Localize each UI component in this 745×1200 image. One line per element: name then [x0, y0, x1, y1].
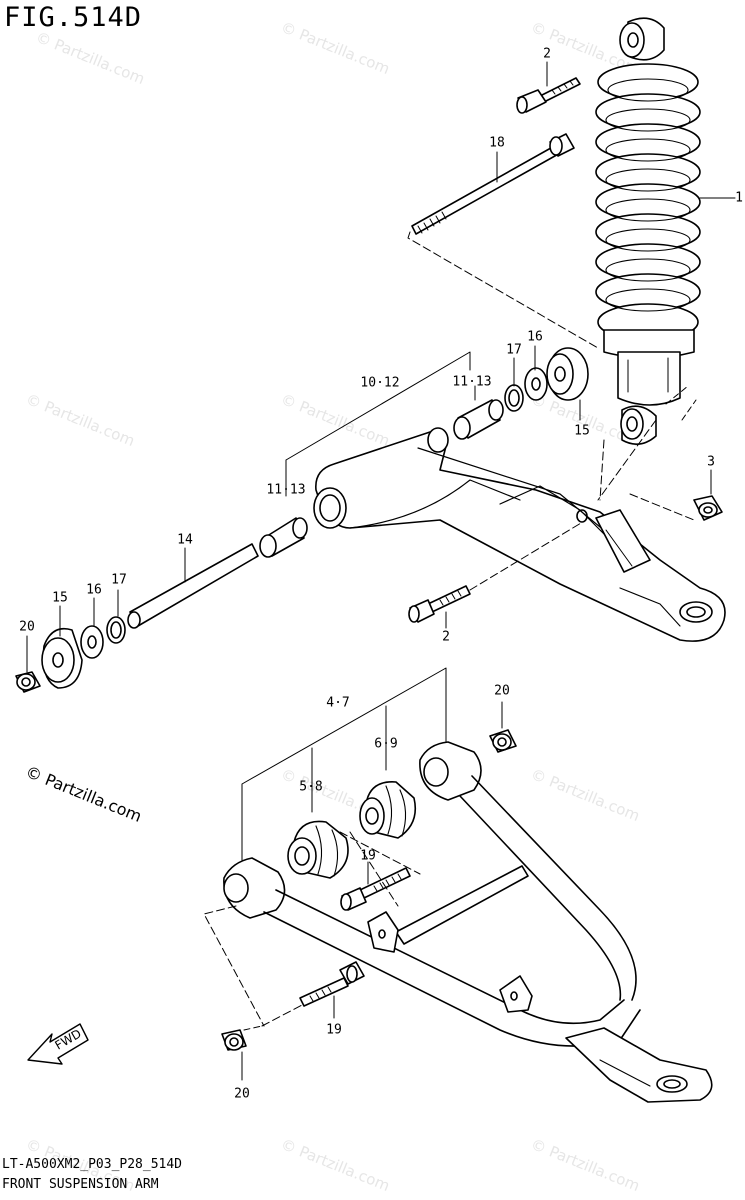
bolt-19-lower	[299, 961, 365, 1007]
bolt-19-upper	[340, 867, 411, 911]
callout-15-lower: 15	[52, 590, 68, 606]
callout-5-8: 5·8	[299, 779, 323, 795]
callout-17-lower: 17	[111, 572, 127, 588]
seal-17-upper	[504, 384, 524, 412]
callout-19-lower: 19	[326, 1022, 342, 1038]
callout-6-9: 6·9	[374, 736, 398, 752]
callout-18: 18	[489, 135, 505, 151]
callout-16-lower: 16	[86, 582, 102, 598]
bushing-15-upper	[546, 347, 589, 401]
callout-2-lower: 2	[442, 629, 450, 645]
lower-suspension-arm	[223, 741, 713, 1103]
bolt-2-upper	[516, 77, 581, 114]
nut-20-right	[489, 729, 517, 753]
bolt-2-lower	[408, 585, 471, 623]
callout-4-7: 4·7	[326, 695, 350, 711]
callout-10-12: 10·12	[360, 375, 400, 391]
callout-16-upper: 16	[527, 329, 543, 345]
bushing-5-8	[287, 820, 349, 879]
long-bolt-18	[411, 133, 575, 235]
callout-11-13-lower: 11·13	[266, 482, 306, 498]
callout-2-upper: 2	[543, 46, 551, 62]
callout-17-upper: 17	[506, 342, 522, 358]
shock-absorber	[595, 17, 701, 445]
seal-17-lower	[106, 616, 126, 644]
bushing-6-9	[359, 781, 417, 839]
bushing-15-lower	[41, 627, 83, 689]
callout-11-13-upper: 11·13	[452, 374, 492, 390]
figure-name: FRONT SUSPENSION ARM	[2, 1177, 159, 1192]
fwd-arrow-icon	[27, 1023, 89, 1065]
bushing-11-13-lower	[259, 517, 308, 558]
callout-3: 3	[707, 454, 715, 470]
figure-title: FIG.514D	[4, 2, 143, 33]
nut-3	[693, 495, 723, 521]
washer-16-upper	[524, 367, 548, 401]
figure-code: LT-A500XM2_P03_P28_514D	[2, 1157, 183, 1172]
upper-suspension-arm	[313, 427, 726, 642]
bushing-11-13-upper	[453, 399, 504, 440]
callout-1: 1	[735, 190, 743, 206]
callout-15-upper: 15	[574, 423, 590, 439]
callout-19-upper: 19	[360, 848, 376, 864]
callout-14: 14	[177, 532, 193, 548]
nut-20-bottom	[221, 1029, 247, 1051]
callout-20-upper-left: 20	[19, 619, 35, 635]
nut-20-upper-left	[15, 671, 41, 693]
callout-20-bottom: 20	[234, 1086, 250, 1102]
tube-14	[127, 543, 259, 629]
washer-16-lower	[80, 625, 104, 659]
callout-20-right: 20	[494, 683, 510, 699]
